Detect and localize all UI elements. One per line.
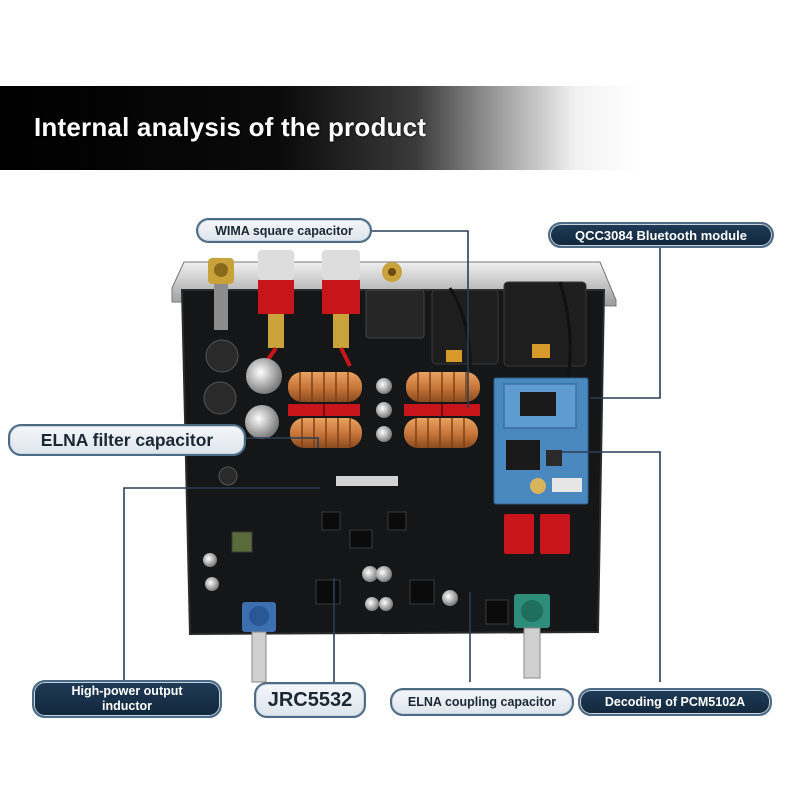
label-wima-text: WIMA square capacitor bbox=[215, 223, 353, 238]
label-pcm-text: Decoding of PCM5102A bbox=[604, 695, 746, 709]
label-wima-capacitor: WIMA square capacitor bbox=[196, 218, 372, 243]
label-pcm5102a: Decoding of PCM5102A bbox=[578, 688, 772, 716]
output-inductors bbox=[288, 372, 480, 448]
label-jrc-text: JRC5532 bbox=[267, 688, 353, 711]
ic-chips bbox=[231, 476, 509, 625]
red-output-connectors bbox=[504, 514, 570, 554]
label-jrc5532: JRC5532 bbox=[254, 682, 366, 718]
label-inductor-line2: inductor bbox=[102, 699, 152, 713]
banner-title: Internal analysis of the product bbox=[34, 112, 427, 142]
rca-gold-jack bbox=[208, 258, 234, 330]
speaker-terminal-left bbox=[258, 250, 294, 370]
wima-square-capacitors bbox=[288, 404, 480, 416]
rca-small-jack bbox=[382, 262, 402, 282]
label-elna-coupling: ELNA coupling capacitor bbox=[390, 688, 574, 716]
label-elna-coupling-text: ELNA coupling capacitor bbox=[407, 695, 557, 709]
label-inductor-line1: High-power output bbox=[71, 684, 183, 698]
knob-right bbox=[514, 594, 550, 679]
callout-lines bbox=[123, 230, 661, 682]
header-banner bbox=[0, 86, 800, 170]
label-qcc-bluetooth: QCC3084 Bluetooth module bbox=[548, 222, 774, 248]
speaker-terminal-right bbox=[322, 250, 360, 367]
label-elna-filter-text: ELNA filter capacitor bbox=[40, 429, 214, 450]
label-inductor: High-power output inductor bbox=[32, 680, 222, 718]
knob-left bbox=[242, 602, 276, 683]
label-qcc-text: QCC3084 Bluetooth module bbox=[575, 227, 747, 243]
label-elna-filter: ELNA filter capacitor bbox=[8, 424, 246, 456]
bluetooth-module-board bbox=[493, 377, 589, 505]
black-connectors bbox=[365, 281, 587, 381]
